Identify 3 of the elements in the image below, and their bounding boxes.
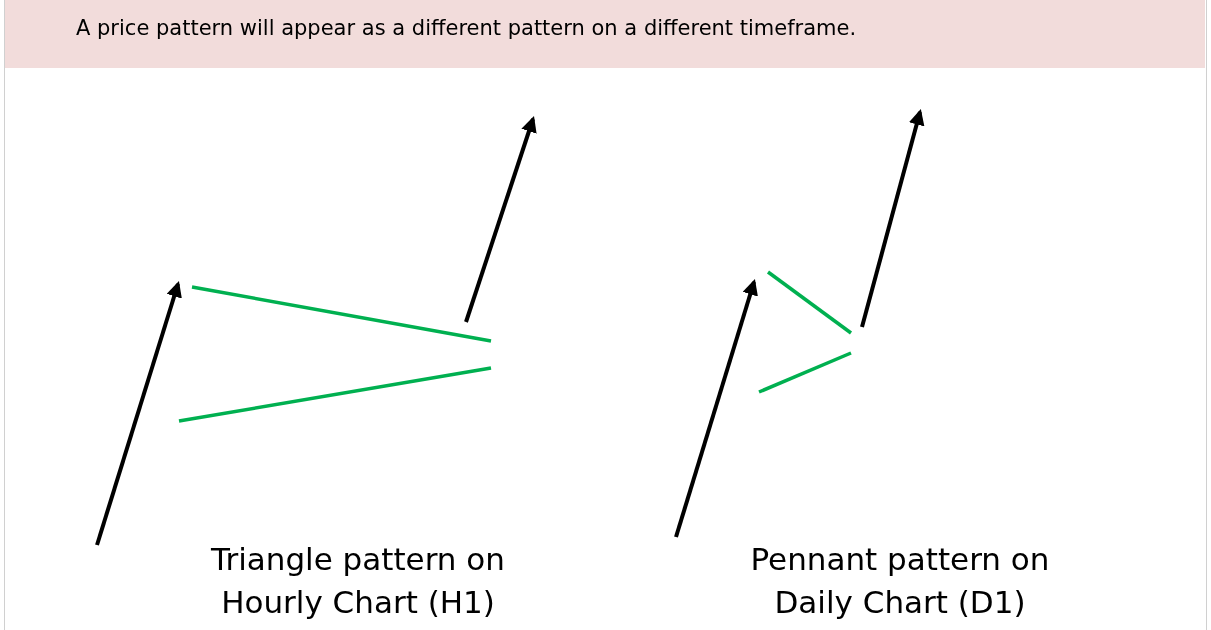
chart-caption: Pennant pattern on Daily Chart (D1) [749, 540, 1051, 622]
chart-caption: Triangle pattern on Hourly Chart (H1) [210, 540, 506, 622]
title: A price pattern will appear as a different pattern on a different timeframe. [76, 16, 857, 40]
